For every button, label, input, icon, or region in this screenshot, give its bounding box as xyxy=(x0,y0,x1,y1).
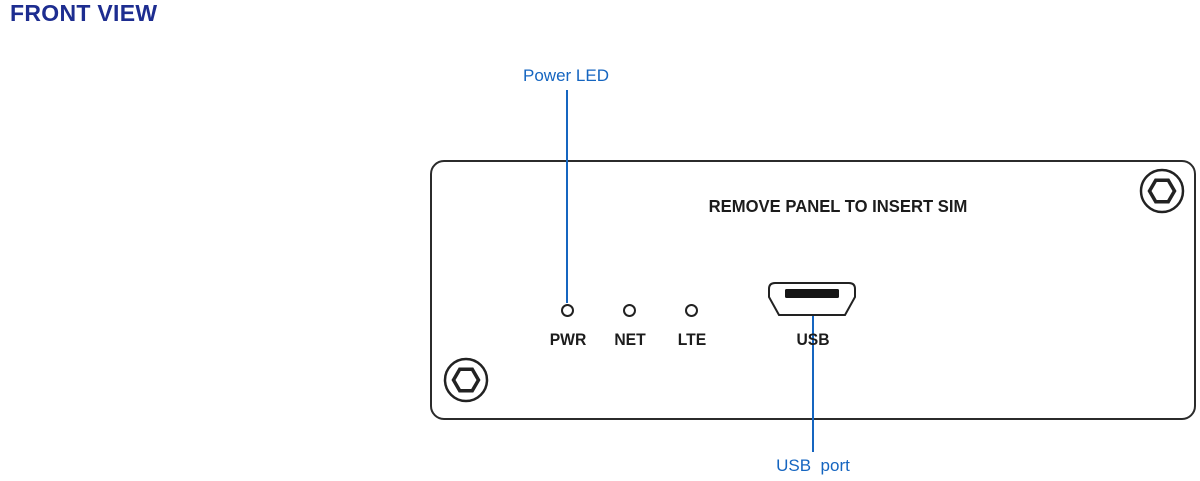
usb-port-callout-label: USB port xyxy=(776,456,850,475)
screw-icon-bottom-left xyxy=(443,357,489,403)
usb-port-icon xyxy=(768,282,856,316)
led-label-net: NET xyxy=(614,331,646,349)
lte-led-icon xyxy=(685,304,698,317)
led-label-lte: LTE xyxy=(677,331,707,349)
power-led-callout-label: Power LED xyxy=(523,66,609,85)
screw-icon-top-right xyxy=(1139,168,1185,214)
power-led-callout-line xyxy=(566,90,568,303)
usb-label: USB xyxy=(796,331,830,349)
panel-instruction: REMOVE PANEL TO INSERT SIM xyxy=(708,196,968,216)
page-title: FRONT VIEW xyxy=(10,0,158,26)
led-label-pwr: PWR xyxy=(549,331,587,349)
pwr-led-icon xyxy=(561,304,574,317)
net-led-icon xyxy=(623,304,636,317)
usb-port-callout-line xyxy=(812,316,814,452)
